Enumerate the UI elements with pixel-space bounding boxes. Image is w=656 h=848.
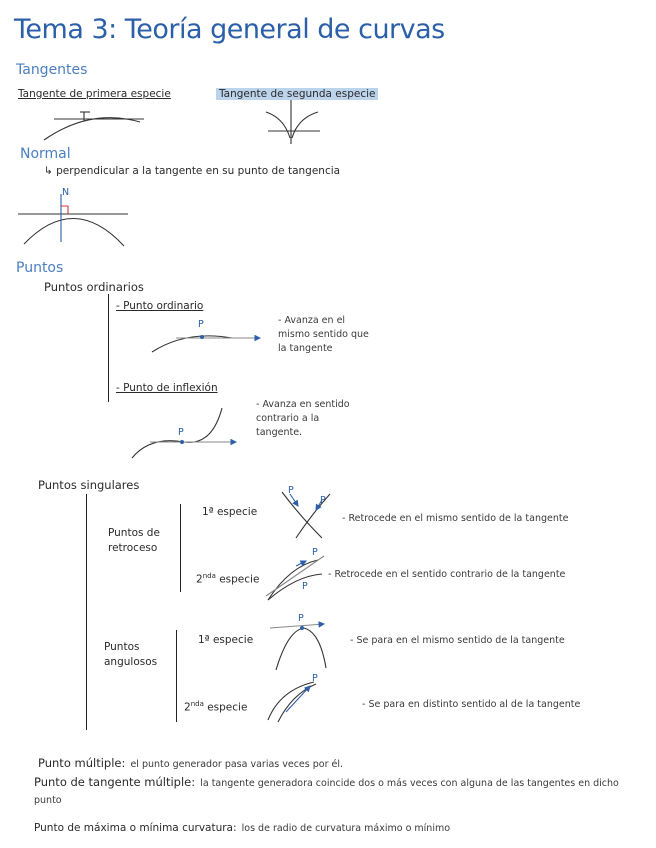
retroceso-segunda-p2: P [302, 581, 308, 592]
tangente-segunda-sketch [265, 100, 320, 144]
retroceso-segunda-p1: P [312, 547, 318, 558]
def-curvatura-label: Punto de máxima o mínima curvatura: [34, 822, 237, 834]
angulosos-bracket-line [176, 630, 177, 722]
def-tangente-multiple: Punto de tangente múltiple: la tangente … [34, 774, 634, 808]
angulosos-primera-note: - Se para en el mismo sentido de la tang… [350, 635, 565, 646]
def-punto-multiple: Punto múltiple: el punto generador pasa … [38, 752, 343, 772]
def-tangente-multiple-label: Punto de tangente múltiple: [34, 775, 196, 789]
tangente-primera-especie-label: Tangente de primera especie [18, 88, 171, 100]
anguloso-segunda-sketch [267, 681, 317, 723]
normal-label-n: N [62, 187, 70, 198]
puntos-singulares-heading: Puntos singulares [38, 478, 140, 492]
punto-inflexion-p: P [178, 427, 184, 438]
retroceso-primera-p1: P [288, 485, 294, 496]
section-tangentes: Tangentes [16, 62, 88, 78]
retroceso-primera-note: - Retrocede en el mismo sentido de la ta… [342, 513, 569, 524]
angulosos-segunda-especie: 2nda especie [184, 700, 248, 714]
angulosos-segunda-p: P [312, 673, 318, 684]
def-punto-multiple-label: Punto múltiple: [38, 756, 126, 770]
puntos-retroceso-label: Puntos de retroceso [108, 527, 160, 554]
puntos-angulosos-label: Puntos angulosos [104, 641, 158, 668]
def-punto-multiple-text: el punto generador pasa varias veces por… [130, 759, 344, 770]
ordinarios-bracket-line [108, 294, 109, 402]
retroceso-segunda-sup: nda [202, 572, 216, 580]
tangente-primera-sketch [43, 111, 144, 141]
retroceso-primera-sketch [281, 491, 331, 539]
angulosos-segunda-note: - Se para en distinto sentido al de la t… [362, 699, 581, 710]
retroceso-segunda-sketch [265, 555, 325, 601]
punto-ordinario-p: P [198, 319, 204, 330]
punto-ordinario-sketch [151, 334, 262, 353]
normal-sketch [18, 194, 128, 247]
section-normal: Normal [20, 146, 71, 162]
angulosos-segunda-sup: nda [190, 700, 204, 708]
anguloso-primera-sketch [269, 621, 327, 671]
def-tangente-multiple-text: la tangente generadora coincide dos o má… [34, 778, 619, 806]
punto-inflexion-note: - Avanza en sentido contrario a la tange… [256, 399, 350, 438]
def-curvatura-text: los de radio de curvatura máximo o mínim… [241, 823, 451, 834]
puntos-ordinarios-heading: Puntos ordinarios [44, 280, 144, 294]
angulosos-primera-p: P [298, 613, 304, 624]
punto-inflexion-sketch [131, 407, 238, 459]
retroceso-segunda-especie: 2nda especie [196, 572, 260, 586]
retroceso-segunda-note: - Retrocede en el sentido contrario de l… [328, 569, 566, 580]
retroceso-bracket-line [180, 504, 181, 592]
section-puntos: Puntos [16, 260, 64, 276]
punto-ordinario-label: - Punto ordinario [116, 300, 204, 312]
angulosos-primera-especie: 1ª especie [198, 634, 254, 646]
retroceso-primera-especie: 1ª especie [202, 506, 258, 518]
def-curvatura: Punto de máxima o mínima curvatura: los … [34, 816, 450, 836]
page-title: Tema 3: Teoría general de curvas [14, 14, 445, 45]
punto-inflexion-label: - Punto de inflexión [116, 382, 218, 394]
normal-description: ↳ perpendicular a la tangente en su punt… [44, 165, 341, 177]
singulares-bracket-line [86, 494, 87, 730]
punto-ordinario-note: - Avanza en el mismo sentido que la tang… [278, 315, 369, 354]
tangente-segunda-especie-label: Tangente de segunda especie [216, 88, 379, 100]
retroceso-primera-p2: P [320, 495, 326, 506]
